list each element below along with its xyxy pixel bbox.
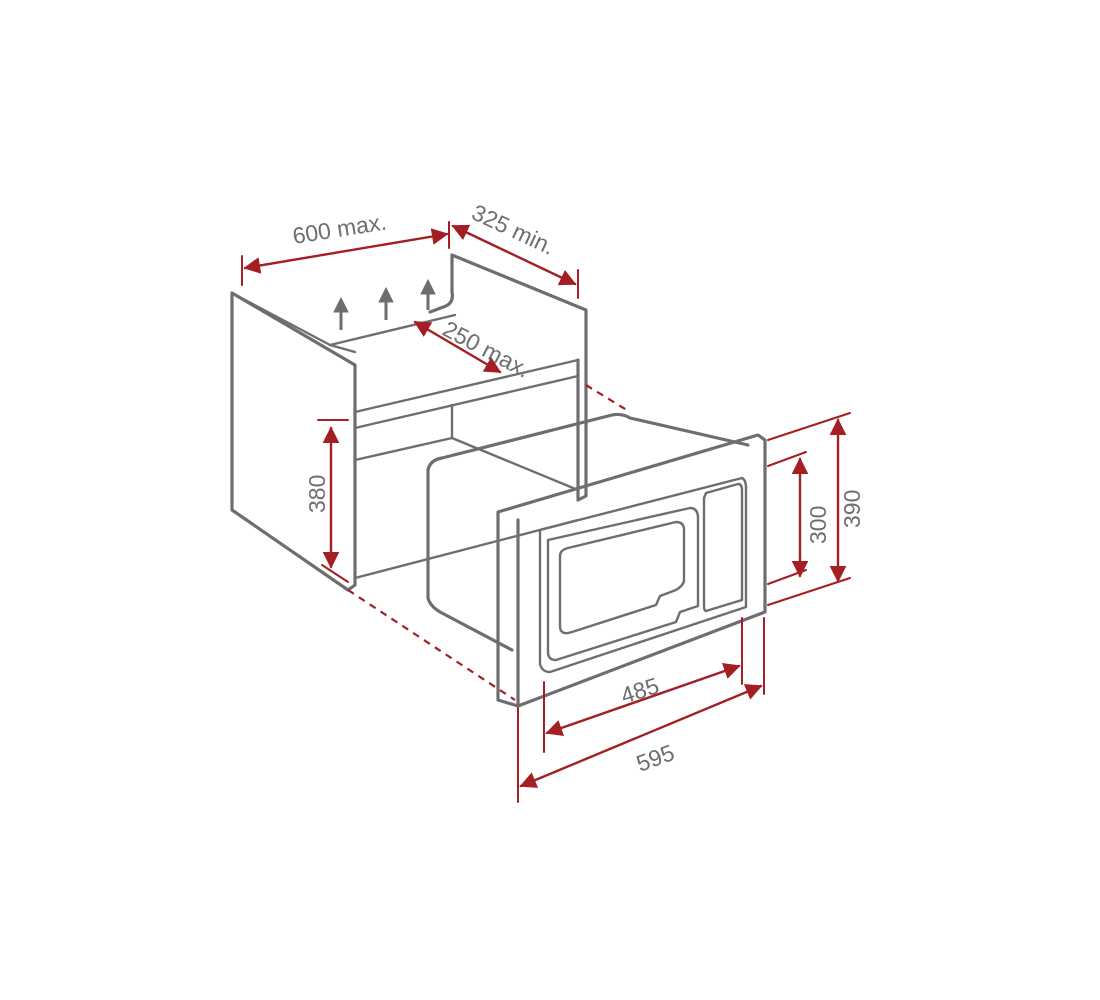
dim-line-cabinet-depth xyxy=(451,224,577,286)
microwave-door-window xyxy=(546,506,700,662)
microwave-front-panel xyxy=(538,476,748,674)
dim-line-frame-width xyxy=(519,684,763,788)
cabinet-top-shelf xyxy=(328,313,580,430)
ventilation-arrow-icon xyxy=(420,278,436,310)
label-frame-height: 390 xyxy=(839,490,865,528)
label-oven-height: 300 xyxy=(805,506,831,544)
microwave xyxy=(426,412,767,708)
label-top-opening: 250 max. xyxy=(439,315,535,382)
installation-guides xyxy=(347,384,631,701)
label-cabinet-width: 600 max. xyxy=(291,208,389,248)
microwave-control-panel xyxy=(702,482,744,613)
dim-line-cabinet-width xyxy=(243,228,449,274)
label-cabinet-depth: 325 min. xyxy=(468,199,559,260)
label-opening-height: 380 xyxy=(304,475,330,513)
ventilation-arrows xyxy=(333,278,436,330)
microwave-window-glass xyxy=(558,520,686,635)
ventilation-arrow-icon xyxy=(333,296,349,330)
cabinet-inner-opening xyxy=(353,403,580,587)
cabinet xyxy=(230,253,588,592)
dim-line-top-opening xyxy=(413,320,502,374)
ventilation-arrow-icon xyxy=(378,286,394,320)
microwave-body xyxy=(426,412,750,652)
dimension-lines xyxy=(241,221,851,803)
cabinet-left-panel xyxy=(230,291,357,592)
cabinet-back-edge xyxy=(230,291,332,347)
label-oven-width: 485 xyxy=(618,672,663,709)
cabinet-right-panel xyxy=(428,253,588,502)
microwave-front-frame xyxy=(496,433,767,708)
label-frame-width: 595 xyxy=(633,739,678,777)
